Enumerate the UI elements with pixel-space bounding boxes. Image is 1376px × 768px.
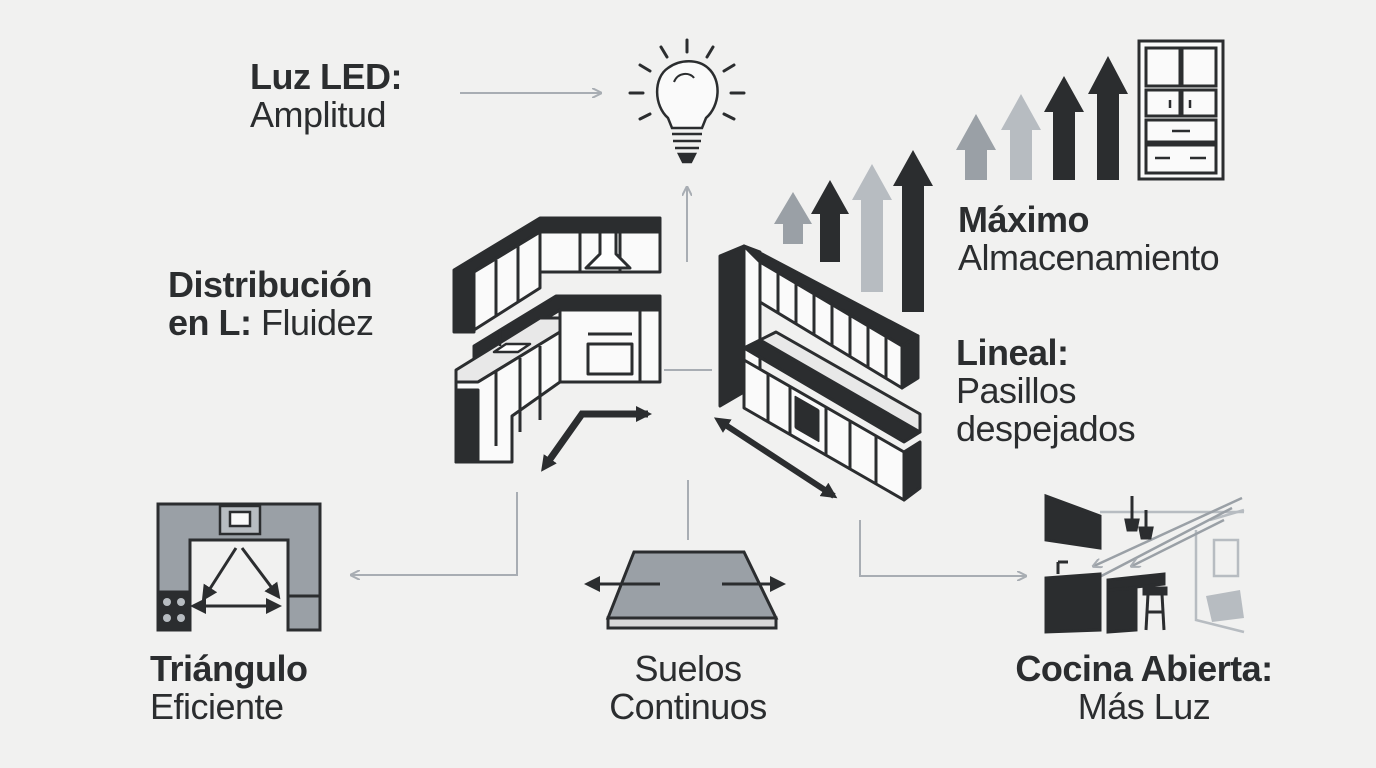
- storage-cabinet-icon: [1137, 39, 1225, 181]
- label-lineal-title: Lineal:: [956, 332, 1069, 373]
- connector-triangulo: [352, 492, 518, 575]
- label-luz-led-title: Luz LED:: [250, 56, 402, 97]
- label-suelos-line2: Continuos: [609, 686, 767, 727]
- label-triangulo-text: Eficiente: [150, 686, 284, 727]
- l-shaped-kitchen-icon: [452, 216, 662, 464]
- continuous-floor-icon: [584, 550, 786, 630]
- label-maximo: Máximo Almacenamiento: [958, 199, 1220, 278]
- connectors: [352, 93, 1025, 576]
- label-suelos-line1: Suelos: [634, 648, 742, 689]
- linear-kitchen-icon: [718, 244, 922, 502]
- label-distribucion-title-2: en L:: [168, 302, 252, 343]
- led-bulb-icon: [628, 38, 746, 164]
- label-lineal-text-2: despejados: [956, 408, 1136, 449]
- label-lineal: Lineal: Pasillos despejados: [956, 332, 1136, 449]
- label-cocina-abierta-text: Más Luz: [1077, 686, 1211, 727]
- label-triangulo-title: Triángulo: [150, 648, 308, 689]
- l-kitchen-flow-arrow: [541, 406, 652, 472]
- linear-aisle-arrow: [713, 417, 838, 499]
- label-distribucion-line2: en L: Fluidez: [168, 304, 374, 342]
- label-distribucion-title: Distribución: [168, 264, 373, 305]
- label-triangulo: Triángulo Eficiente: [150, 650, 308, 726]
- label-lineal-text-1: Pasillos: [956, 370, 1077, 411]
- label-cocina-abierta-title: Cocina Abierta:: [1015, 648, 1273, 689]
- label-maximo-text: Almacenamiento: [958, 237, 1220, 278]
- label-luz-led: Luz LED: Amplitud: [250, 58, 402, 134]
- open-kitchen-icon: [1044, 493, 1245, 634]
- label-luz-led-text: Amplitud: [250, 94, 387, 135]
- label-maximo-title: Máximo: [958, 199, 1090, 240]
- label-cocina-abierta: Cocina Abierta: Más Luz: [992, 650, 1296, 726]
- rising-arrows-icon: [774, 56, 1128, 312]
- connector-abierta: [859, 520, 1025, 576]
- label-distribucion-text: Fluidez: [251, 302, 374, 343]
- label-suelos: Suelos Continuos: [578, 650, 798, 726]
- work-triangle-icon: [156, 502, 322, 632]
- label-distribucion: Distribución en L: Fluidez: [168, 266, 374, 342]
